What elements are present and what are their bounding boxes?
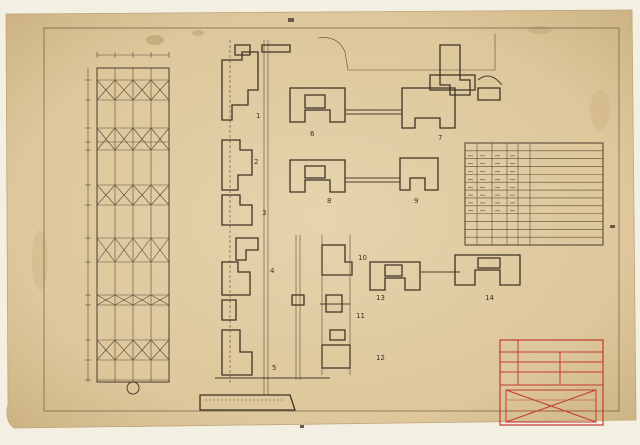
side-marker — [610, 225, 615, 228]
title-block-stamp — [499, 339, 604, 426]
paper — [5, 9, 637, 429]
detail-number: 13 — [376, 294, 385, 302]
top-marker — [288, 18, 294, 22]
vertical-section-10-12 — [320, 235, 353, 375]
detail-number: 1 — [256, 112, 260, 120]
detail-number: 6 — [310, 130, 315, 138]
detail-number: 2 — [254, 158, 258, 166]
detail-number: 3 — [262, 209, 266, 217]
drawing-border — [43, 27, 620, 412]
detail-number: 5 — [272, 364, 276, 372]
horizontal-section-6-7 — [289, 34, 503, 129]
stain — [192, 30, 204, 36]
schedule-table — [464, 142, 604, 246]
detail-number: 4 — [270, 267, 275, 275]
detail-number: 9 — [414, 197, 418, 205]
mullion-section — [291, 235, 305, 380]
detail-number: 14 — [485, 294, 494, 302]
horizontal-section-13-14 — [369, 254, 521, 291]
detail-number: 12 — [376, 354, 385, 362]
detail-number: 10 — [358, 254, 367, 262]
window-elevation — [85, 52, 170, 395]
horizontal-section-8-9 — [289, 157, 439, 193]
detail-number: 11 — [356, 312, 365, 320]
detail-number: 7 — [438, 134, 442, 142]
stain — [146, 35, 164, 45]
stain — [32, 230, 48, 290]
stain — [590, 90, 610, 130]
detail-number: 8 — [327, 197, 331, 205]
stain — [528, 26, 552, 34]
bottom-marker — [300, 425, 304, 428]
